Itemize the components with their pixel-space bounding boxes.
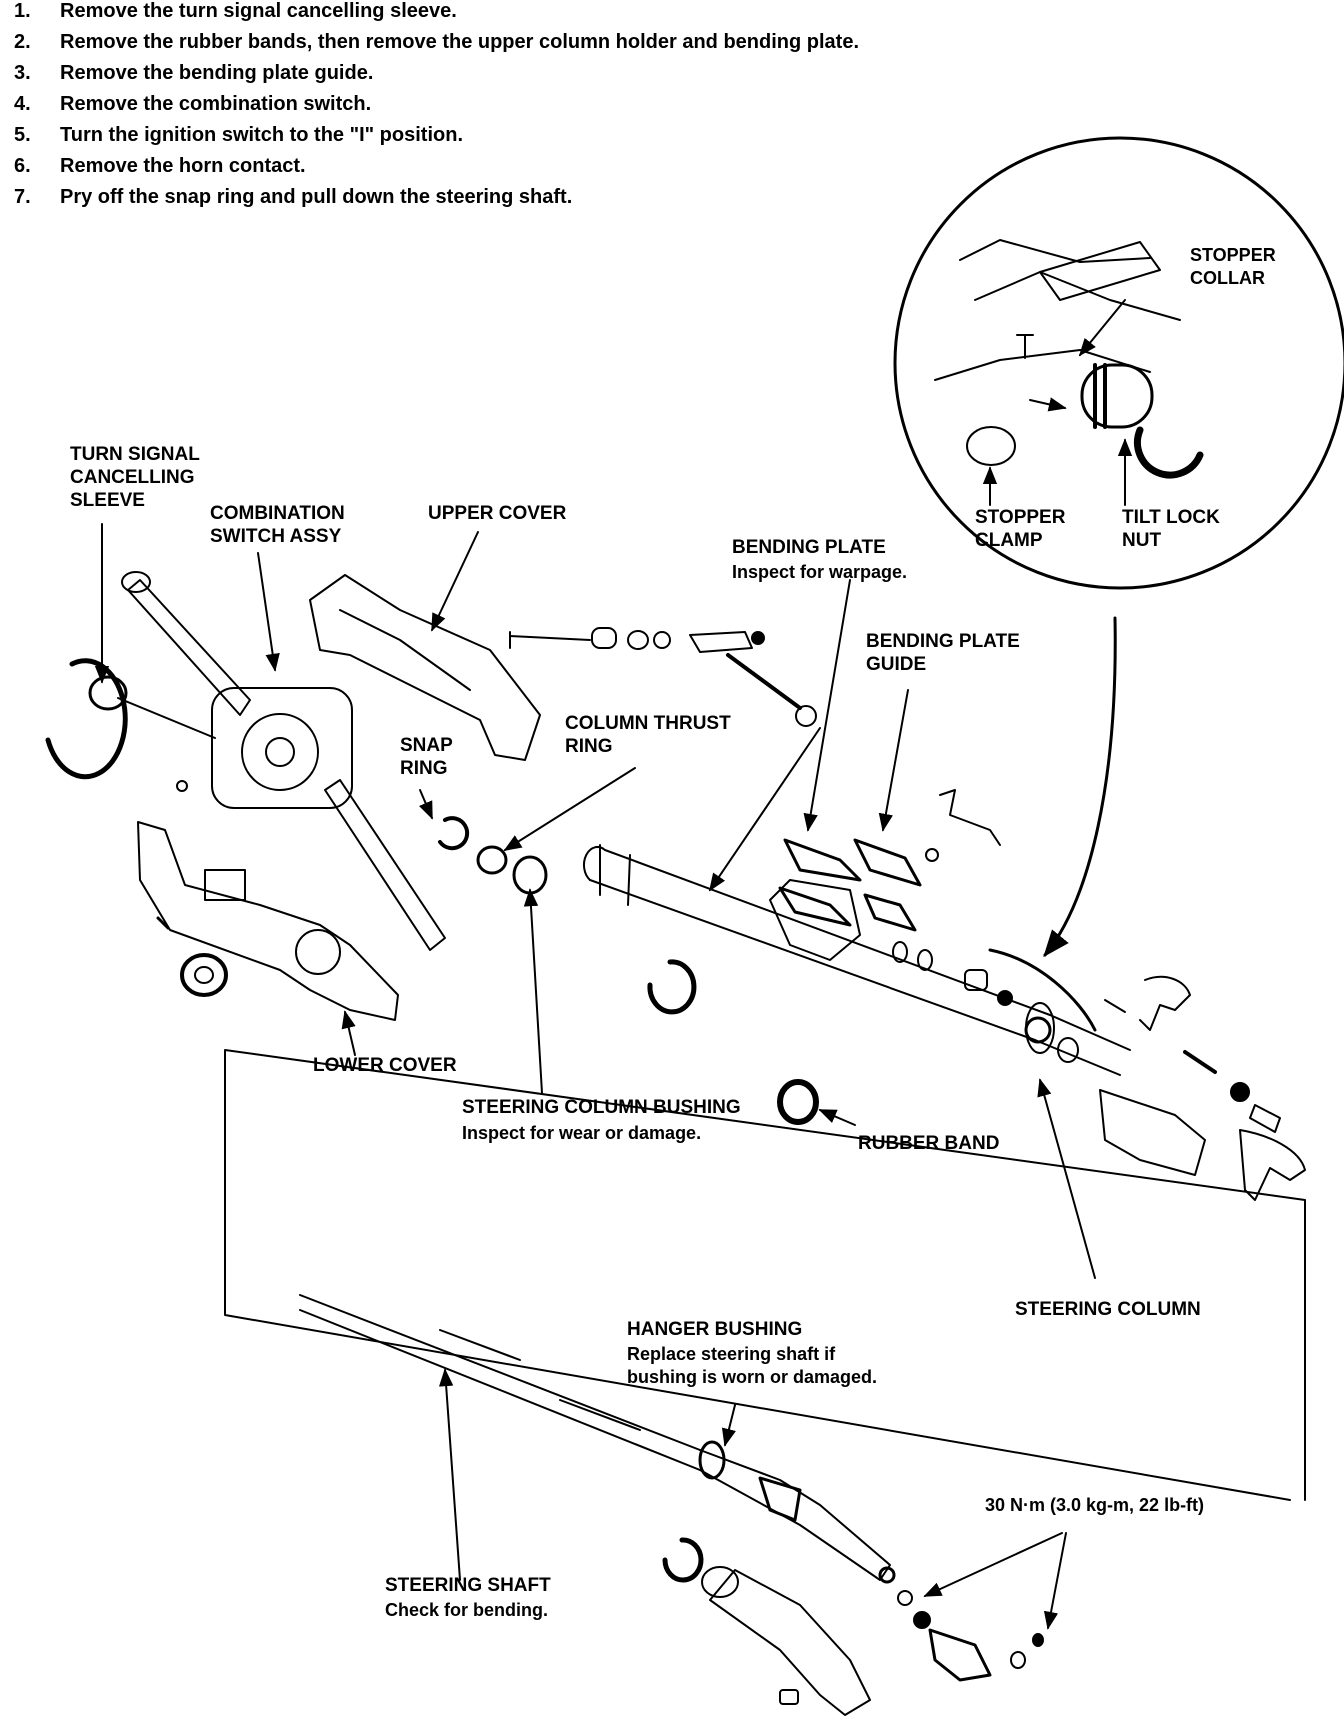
leader-rubber-band — [818, 1109, 856, 1126]
step-text: Pry off the snap ring and pull down the … — [60, 186, 573, 208]
label-steering-column-bushing: STEERING COLUMN BUSHING — [462, 1097, 741, 1118]
bushing-part — [512, 855, 548, 895]
label-line: BENDING PLATE — [866, 631, 1020, 652]
label-line: RING — [400, 758, 448, 779]
label-line: STOPPER — [975, 507, 1066, 528]
label-line: CANCELLING — [70, 467, 195, 488]
steering-column-drawing — [583, 844, 1131, 1076]
leader-torque-2 — [1043, 1532, 1067, 1630]
procedure-steps: 1. Remove the turn signal cancelling slee… — [8, 0, 1108, 217]
lower-shaft-parts-drawing — [662, 1537, 1044, 1716]
upper-cover-drawing — [309, 574, 541, 761]
label-steering-shaft: STEERING SHAFT — [385, 1575, 551, 1596]
label-line: SNAP — [400, 735, 453, 756]
leader-stopper-collar — [1078, 299, 1126, 357]
step-item: 2. Remove the rubber bands, then remove t… — [8, 31, 1108, 62]
step-text: Remove the rubber bands, then remove the… — [60, 31, 859, 53]
step-number: 2. — [14, 31, 31, 53]
inset-connector-arrow — [1043, 616, 1117, 958]
label-upper-cover: UPPER COVER — [428, 503, 567, 524]
label-line: TURN SIGNAL — [70, 444, 200, 465]
leader-hanger-bushing — [721, 1404, 736, 1447]
label-snap-ring: SNAP RING — [400, 734, 453, 780]
step-number: 6. — [14, 155, 31, 177]
label-rubber-band: RUBBER BAND — [858, 1133, 1000, 1154]
note-steering-shaft: Check for bending. — [385, 1600, 549, 1620]
label-steering-column: STEERING COLUMN — [1015, 1299, 1201, 1320]
step-item: 3. Remove the bending plate guide. — [8, 62, 1108, 93]
step-item: 7. Pry off the snap ring and pull down th… — [8, 186, 1108, 217]
step-text: Remove the horn contact. — [60, 155, 306, 177]
label-line: bushing is worn or damaged. — [627, 1367, 878, 1387]
label-column-thrust-ring: COLUMN THRUST RING — [565, 712, 731, 758]
snap-ring-part — [438, 816, 470, 851]
label-line: SLEEVE — [70, 490, 145, 511]
label-line: NUT — [1122, 530, 1162, 551]
leader-lower-cover — [341, 1010, 356, 1056]
step-text: Remove the bending plate guide. — [60, 62, 374, 84]
leader-bending-plate-guide — [878, 689, 909, 832]
label-line: GUIDE — [866, 654, 927, 675]
leader-torque-1 — [923, 1532, 1063, 1597]
steering-shaft-drawing — [299, 1294, 896, 1584]
label-line: COMBINATION — [210, 503, 345, 524]
label-torque-spec: 30 N·m (3.0 kg-m, 22 lb-ft) — [985, 1495, 1205, 1515]
rubber-band-part — [777, 1079, 819, 1125]
leader-snap-ring — [419, 789, 433, 820]
label-line: COLLAR — [1190, 268, 1265, 288]
leader-bending-plate-2 — [803, 579, 851, 832]
step-number: 3. — [14, 62, 31, 84]
step-number: 1. — [14, 0, 31, 22]
lower-cover-drawing — [137, 821, 399, 1021]
label-tilt-lock-nut: TILT LOCK NUT — [1122, 506, 1220, 552]
label-stopper-clamp: STOPPER CLAMP — [975, 506, 1065, 552]
note-hanger-bushing: Replace steering shaft if bushing is wor… — [627, 1343, 877, 1389]
label-bending-plate: BENDING PLATE — [732, 537, 886, 558]
label-line: SWITCH ASSY — [210, 526, 342, 547]
step-number: 5. — [14, 124, 31, 146]
label-line: Replace steering shaft if — [627, 1344, 836, 1364]
label-combination-switch: COMBINATION SWITCH ASSY — [210, 502, 345, 548]
step-number: 7. — [14, 186, 31, 208]
label-lower-cover: LOWER COVER — [313, 1055, 457, 1076]
assembly-bracket-lines — [224, 1049, 1306, 1501]
step-item: 5. Turn the ignition switch to the "I" po… — [8, 124, 1108, 155]
leader-combination-switch — [257, 552, 280, 672]
label-turn-signal-sleeve: TURN SIGNAL CANCELLING SLEEVE — [70, 443, 200, 512]
tilt-parts-drawing — [964, 948, 1306, 1201]
leader-steering-column — [1037, 1078, 1096, 1279]
tilt-lock-detail-inset — [893, 136, 1344, 590]
step-text: Turn the ignition switch to the "I" posi… — [60, 124, 463, 146]
step-text: Remove the combination switch. — [60, 93, 372, 115]
step-item: 1. Remove the turn signal cancelling slee… — [8, 0, 1108, 31]
label-line: RING — [565, 736, 613, 757]
label-hanger-bushing: HANGER BUSHING — [627, 1319, 803, 1340]
leader-upper-cover — [431, 531, 479, 632]
step-text: Remove the turn signal cancelling sleeve… — [60, 0, 457, 22]
bending-plate-drawing — [778, 789, 1001, 971]
note-bending-plate: Inspect for warpage. — [732, 562, 908, 582]
label-line: STOPPER — [1190, 245, 1276, 265]
note-column-bushing: Inspect for wear or damage. — [462, 1123, 702, 1143]
step-item: 6. Remove the horn contact. — [8, 155, 1108, 186]
label-line: TILT LOCK — [1122, 507, 1220, 528]
leader-thrust-ring — [503, 767, 636, 851]
step-number: 4. — [14, 93, 31, 115]
combination-switch-drawing — [117, 571, 446, 951]
label-bending-plate-guide: BENDING PLATE GUIDE — [866, 630, 1020, 676]
leader-column-bushing — [523, 888, 543, 1094]
label-line: CLAMP — [975, 530, 1043, 551]
top-parts-row — [509, 627, 817, 727]
cancelling-ring — [45, 658, 128, 780]
label-stopper-collar: STOPPER COLLAR — [1190, 244, 1276, 290]
step-item: 4. Remove the combination switch. — [8, 93, 1108, 124]
leader-steering-shaft — [438, 1368, 461, 1581]
leader-bending-plate — [708, 727, 821, 892]
thrust-ring-part — [476, 845, 508, 875]
label-line: COLUMN THRUST — [565, 713, 731, 734]
